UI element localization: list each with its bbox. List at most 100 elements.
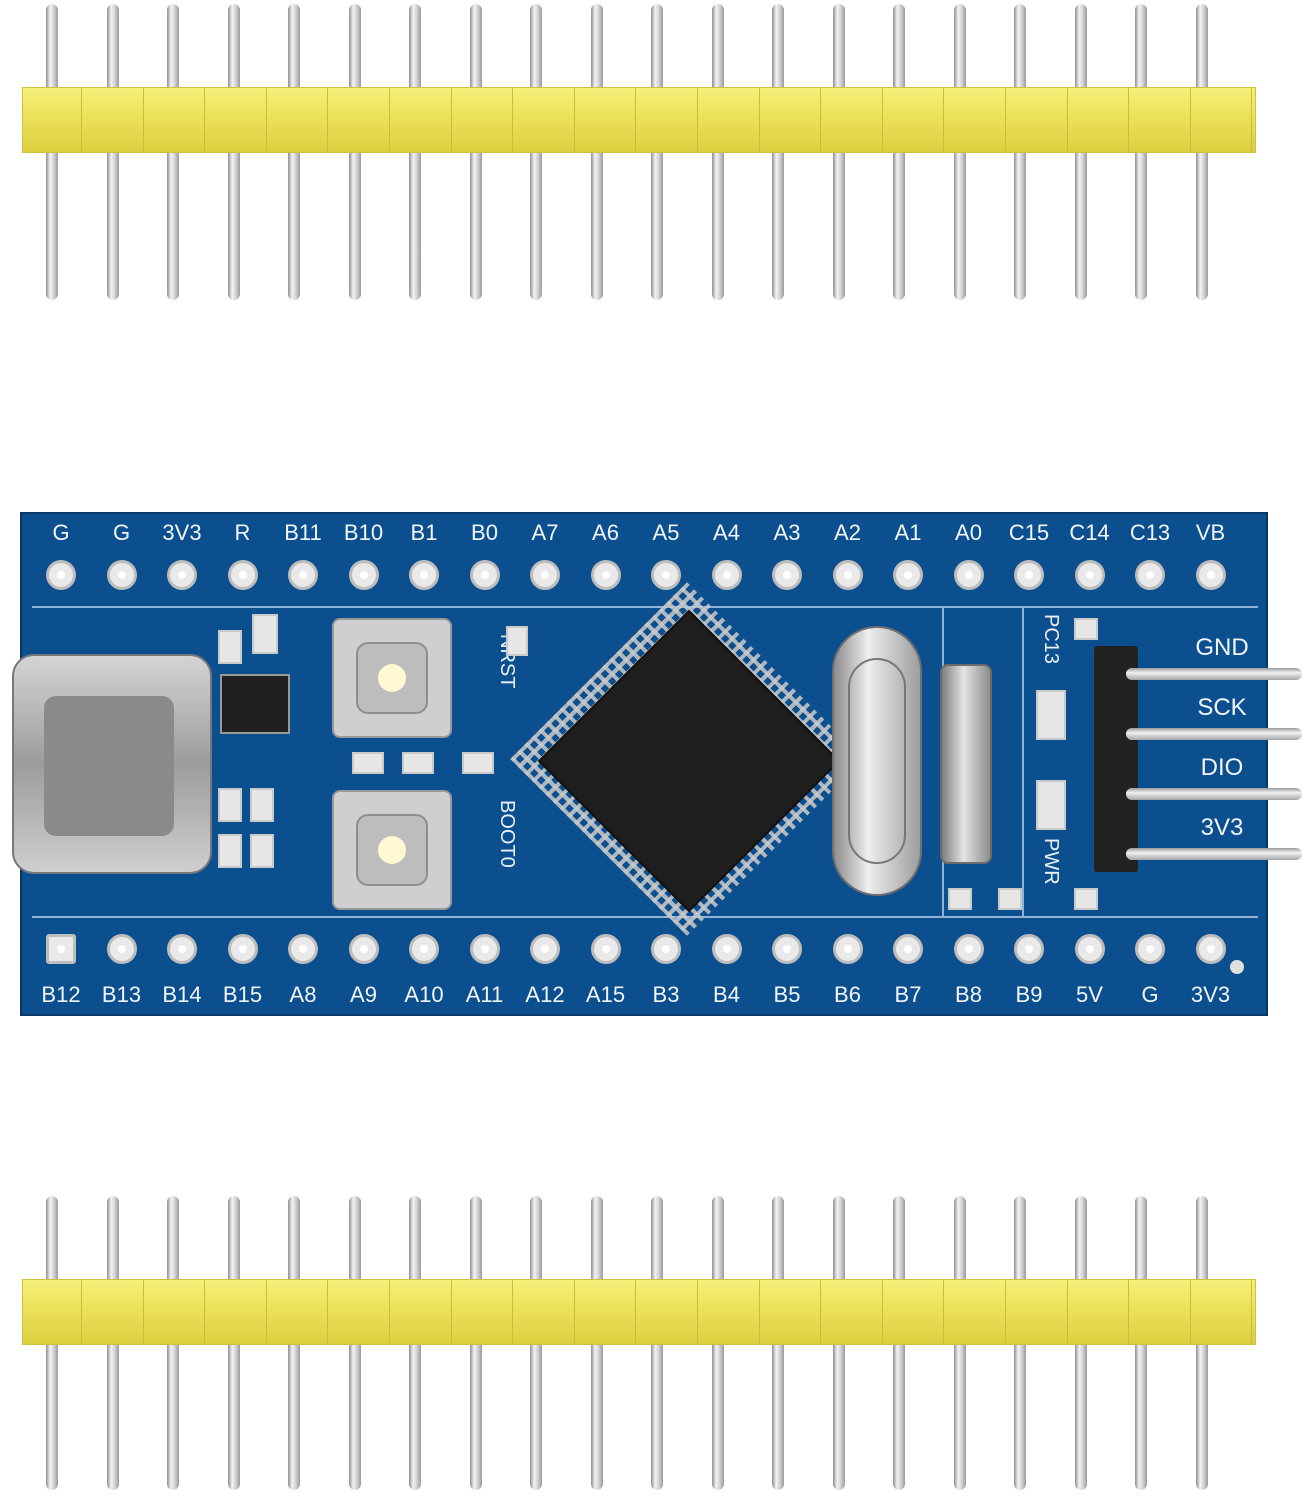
strip-segment xyxy=(331,1280,390,1344)
bottom-pad-3v3 xyxy=(1195,934,1226,964)
strip-segment xyxy=(1070,88,1130,152)
strip-segment xyxy=(516,1280,575,1344)
bottom-pin-label: B3 xyxy=(652,982,680,1007)
top-pin-label: B11 xyxy=(284,520,322,545)
smd-capacitor xyxy=(506,626,528,656)
swd-label-3v3: 3V3 xyxy=(1200,814,1244,841)
strip-segment xyxy=(393,88,452,152)
regulator-chip xyxy=(220,674,290,734)
strip-segment xyxy=(269,1280,329,1344)
rtc-crystal xyxy=(940,664,992,864)
top-pin-label: 3V3 xyxy=(162,520,202,545)
power-led xyxy=(1036,780,1066,830)
smd-resistor xyxy=(218,834,242,868)
top-pin-label: B0 xyxy=(471,520,498,545)
bottom-pin-label: G xyxy=(1141,982,1159,1007)
strip-segment xyxy=(269,88,329,152)
bottom-pin-label: B15 xyxy=(222,982,263,1007)
smd-resistor xyxy=(462,752,494,774)
strip-segment xyxy=(577,1280,637,1344)
bottom-pin-label: 5V xyxy=(1076,982,1103,1007)
bottom-pin-label: B4 xyxy=(713,982,740,1007)
top-pad-a1 xyxy=(893,560,923,590)
smd-capacitor xyxy=(252,614,278,654)
strip-segment xyxy=(85,88,144,152)
top-pin-label: C14 xyxy=(1069,520,1110,545)
bottom-pad-b6 xyxy=(832,934,863,964)
bottom-pad-a8 xyxy=(288,934,318,964)
top-pin-label: A4 xyxy=(713,520,740,545)
boot0-button[interactable] xyxy=(332,790,452,910)
bottom-pad-b4 xyxy=(711,934,742,964)
pwr-label: PWR xyxy=(1040,838,1062,885)
strip-segment xyxy=(23,1280,82,1344)
bottom-pad-b14 xyxy=(167,934,197,964)
pc13-label: PC13 xyxy=(1040,614,1062,665)
smd-resistor xyxy=(998,888,1022,910)
top-pad-b1 xyxy=(409,560,439,590)
strip-segment xyxy=(85,1280,144,1344)
bottom-pin-label: A10 xyxy=(404,982,444,1007)
swd-label-dio: DIO xyxy=(1200,754,1244,781)
bottom-pad-b15 xyxy=(227,934,258,964)
bottom-pin-label: A11 xyxy=(465,982,504,1007)
strip-segment xyxy=(885,88,945,152)
bottom-pad-b5 xyxy=(772,934,802,964)
silk-line-top xyxy=(32,606,1258,608)
bottom-pad-b3 xyxy=(651,934,681,964)
top-pad-r xyxy=(227,560,258,590)
reset-button[interactable] xyxy=(332,618,452,738)
bottom-pin-label: 3V3 xyxy=(1190,982,1231,1007)
smd-resistor xyxy=(250,788,274,822)
mcu-chip xyxy=(537,609,841,913)
top-pad-a0 xyxy=(953,560,984,590)
strip-segment xyxy=(146,88,206,152)
strip-segment xyxy=(1193,1280,1253,1344)
strip-segment xyxy=(701,88,760,152)
top-pad-c15 xyxy=(1014,560,1044,590)
header-plastic-strip xyxy=(22,87,1256,153)
strip-segment xyxy=(516,88,575,152)
boot0-label: BOOT0 xyxy=(496,800,518,868)
strip-segment xyxy=(208,1280,267,1344)
top-pin-label: B10 xyxy=(343,520,384,545)
top-pad-g xyxy=(46,560,76,590)
top-pin-label: A0 xyxy=(955,520,982,545)
strip-segment xyxy=(454,1280,514,1344)
strip-segment xyxy=(639,1280,698,1344)
bottom-pad-a9 xyxy=(348,934,379,964)
top-pin-label: A6 xyxy=(592,520,619,545)
strip-segment xyxy=(331,88,390,152)
strip-segment xyxy=(577,88,637,152)
top-pin-label: C15 xyxy=(1008,520,1050,545)
bottom-pin-label: A12 xyxy=(525,982,565,1007)
top-pin-label: A7 xyxy=(531,520,559,545)
strip-segment xyxy=(1009,1280,1068,1344)
top-pad-b0 xyxy=(469,560,500,590)
bottom-pad-b12 xyxy=(46,934,76,964)
bottom-pin-label: B6 xyxy=(834,982,861,1007)
silk-divider-2 xyxy=(1022,608,1024,916)
bottom-pin-label: B5 xyxy=(773,982,801,1007)
swd-header xyxy=(1094,646,1138,872)
bottom-pin-header xyxy=(0,1190,1308,1490)
strip-segment xyxy=(208,88,267,152)
smd-resistor xyxy=(218,788,242,822)
strip-segment xyxy=(23,88,82,152)
bottom-pad-5v xyxy=(1074,934,1105,964)
smd-resistor xyxy=(948,888,972,910)
top-pin-label: A1 xyxy=(894,520,922,545)
strip-segment xyxy=(1070,1280,1130,1344)
bottom-pad-a11 xyxy=(469,934,500,964)
top-pin-label: G xyxy=(52,520,70,545)
swd-pin xyxy=(1126,788,1302,800)
silk-line-bottom xyxy=(32,916,1258,918)
smd-resistor xyxy=(1074,888,1098,910)
bottom-pin-label: B13 xyxy=(101,982,142,1007)
top-pin-label: VB xyxy=(1195,520,1226,545)
strip-segment xyxy=(947,88,1006,152)
bottom-pad-a15 xyxy=(590,934,621,964)
top-pin-label: C13 xyxy=(1129,520,1171,545)
top-pad-vb xyxy=(1195,560,1226,590)
